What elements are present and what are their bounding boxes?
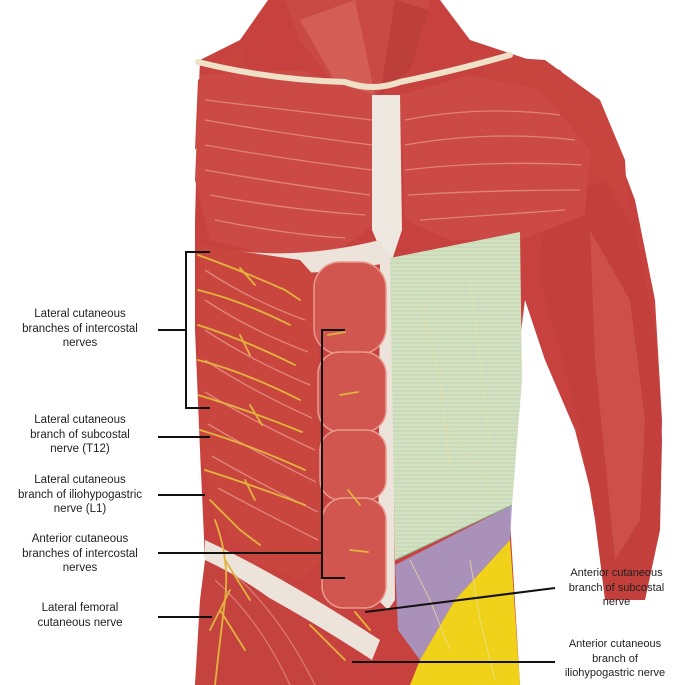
- bracket-anterior-intercostal: [321, 329, 345, 579]
- left-pectoral: [195, 70, 380, 255]
- rectus-abdominis: [313, 261, 387, 609]
- label-lateral-iliohypogastric: Lateral cutaneous branch of iliohypogast…: [17, 474, 142, 515]
- label-lateral-subcostal: Lateral cutaneous branch of subcostal ne…: [30, 414, 130, 455]
- dermatome-purple: [395, 505, 512, 660]
- label-anterior-iliohypogastric: Anterior cutaneous branch of iliohypogas…: [564, 638, 666, 679]
- label-lateral-femoral: Lateral femoral cutaneous nerve: [37, 602, 123, 629]
- clavicle: [195, 52, 513, 90]
- label-lateral-intercostal: Lateral cutaneous branches of intercosta…: [22, 308, 138, 349]
- right-pectoral: [400, 75, 590, 240]
- nerves: [197, 254, 371, 685]
- label-anterior-intercostal: Anterior cutaneous branches of intercost…: [22, 533, 138, 574]
- label-anterior-subcostal: Anterior cutaneous branch of subcostal n…: [568, 567, 665, 608]
- dermatome-yellow: [410, 540, 520, 685]
- leader-lines: [158, 251, 556, 663]
- torso-musculature: [195, 0, 662, 685]
- external-oblique-left: [198, 245, 322, 580]
- sternum: [372, 95, 402, 260]
